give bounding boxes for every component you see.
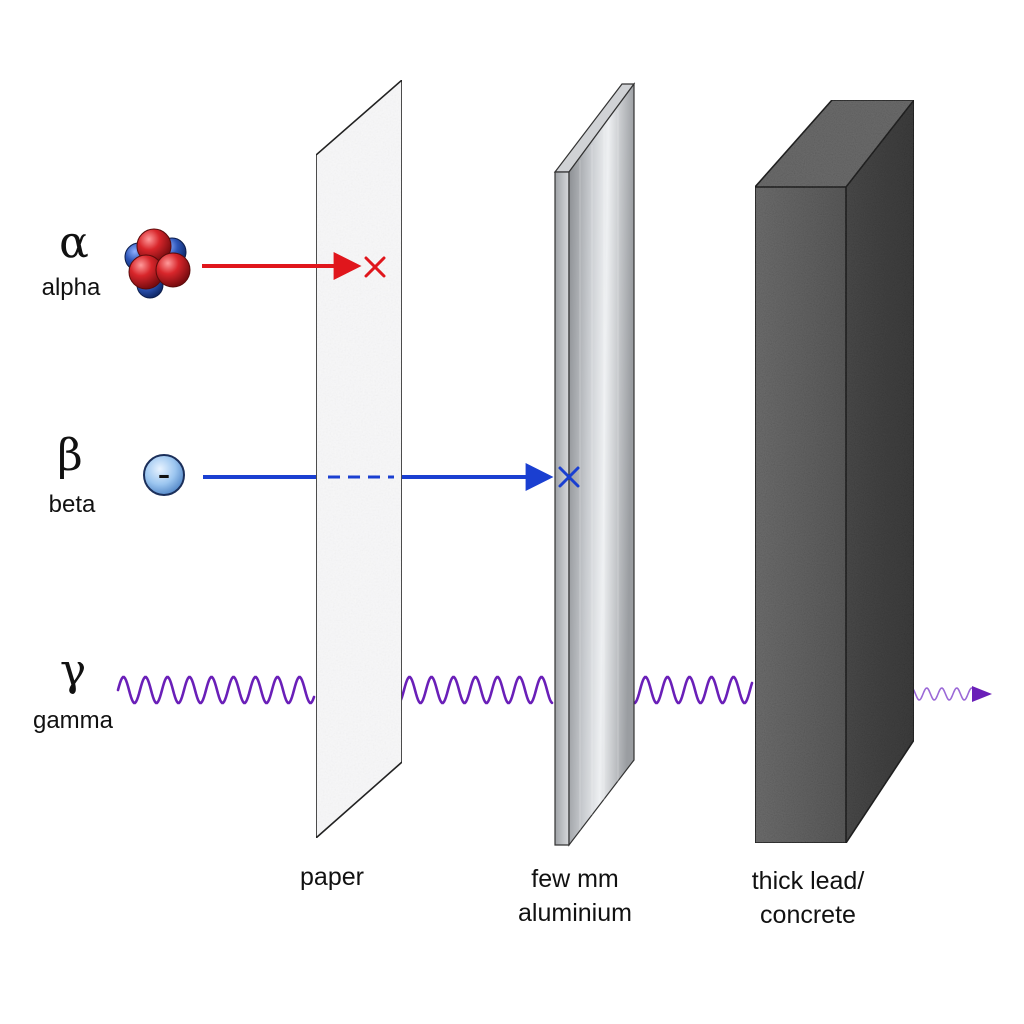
gamma-label: gamma [33,707,114,734]
aluminium-caption-line2: aluminium [518,899,632,927]
aluminium-sheet [553,82,636,847]
gamma-symbol: γ [60,645,86,696]
lead-caption-line2: concrete [760,901,856,929]
beta-label: beta [49,491,96,518]
alpha-stopped-cross-icon [364,256,386,278]
electron-charge: – [158,461,170,489]
alpha-row: α alpha [42,217,386,301]
aluminium-caption-line1: few mm [531,865,619,893]
beta-row: β beta – [49,430,580,518]
gamma-arrow-head [972,686,992,702]
alpha-label: alpha [42,274,101,301]
beta-stopped-cross-icon [558,466,580,488]
electron-icon: – [143,454,185,496]
paper-sheet [315,78,403,840]
alpha-particle-icon [124,228,191,299]
lead-caption-line1: thick lead/ [752,867,865,895]
gamma-row: γ gamma [33,645,114,734]
beta-symbol: β [57,430,82,481]
alpha-symbol: α [59,217,89,268]
gamma-wave-segment [116,675,316,705]
paper-caption: paper [300,863,364,891]
lead-concrete-block [753,97,916,846]
